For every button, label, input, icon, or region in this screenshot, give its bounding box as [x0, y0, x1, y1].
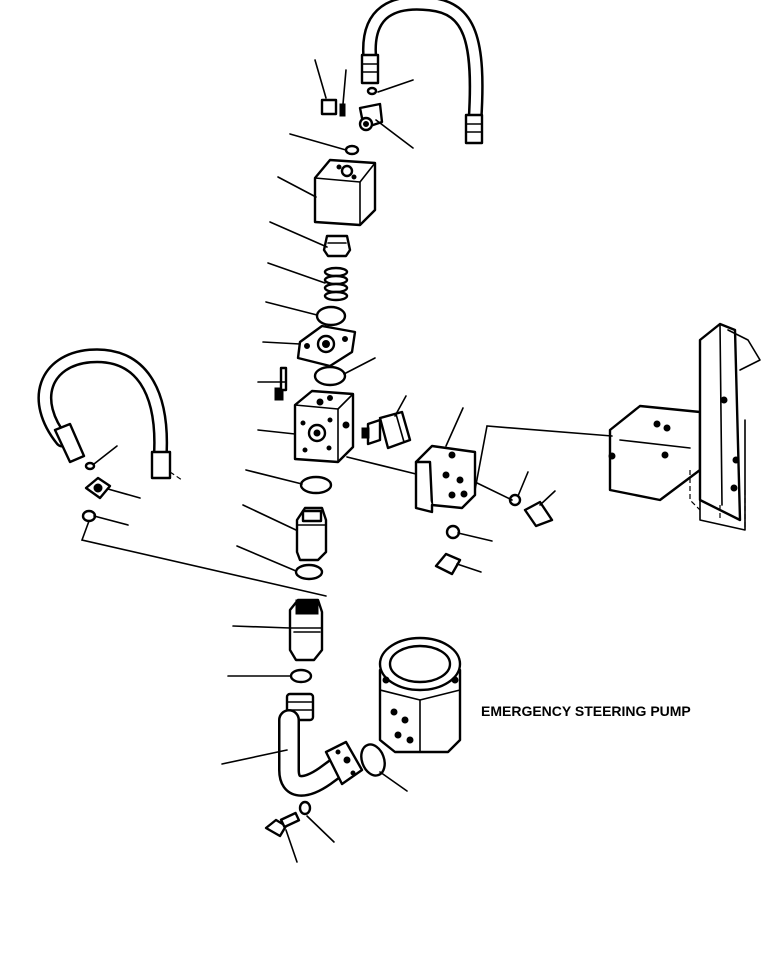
o-ring	[315, 305, 347, 327]
bolt	[274, 366, 288, 401]
left-hose	[37, 348, 183, 523]
o-ring	[360, 743, 386, 777]
elbow-fitting-top	[320, 86, 384, 156]
pressure-switch	[361, 410, 412, 450]
main-valve-block	[293, 389, 355, 464]
o-ring	[313, 365, 347, 387]
valve-block-top	[313, 158, 377, 227]
bolt-bottom	[264, 800, 312, 838]
top-hose	[360, 0, 484, 145]
flange-plate	[296, 324, 357, 368]
emergency-steering-pump	[378, 636, 462, 754]
plug	[322, 234, 352, 258]
check-valve	[288, 598, 324, 662]
adapter	[295, 506, 328, 562]
spring	[323, 266, 349, 302]
mounting-bracket	[414, 444, 477, 514]
bracket-bolts	[434, 493, 554, 576]
o-ring	[289, 668, 313, 684]
o-ring	[299, 475, 333, 495]
mounting-frame	[608, 322, 761, 531]
pump-tube	[278, 692, 364, 797]
emergency-steering-pump-label: EMERGENCY STEERING PUMP	[481, 703, 691, 719]
leader-lines	[80, 59, 613, 863]
o-ring	[294, 563, 324, 581]
